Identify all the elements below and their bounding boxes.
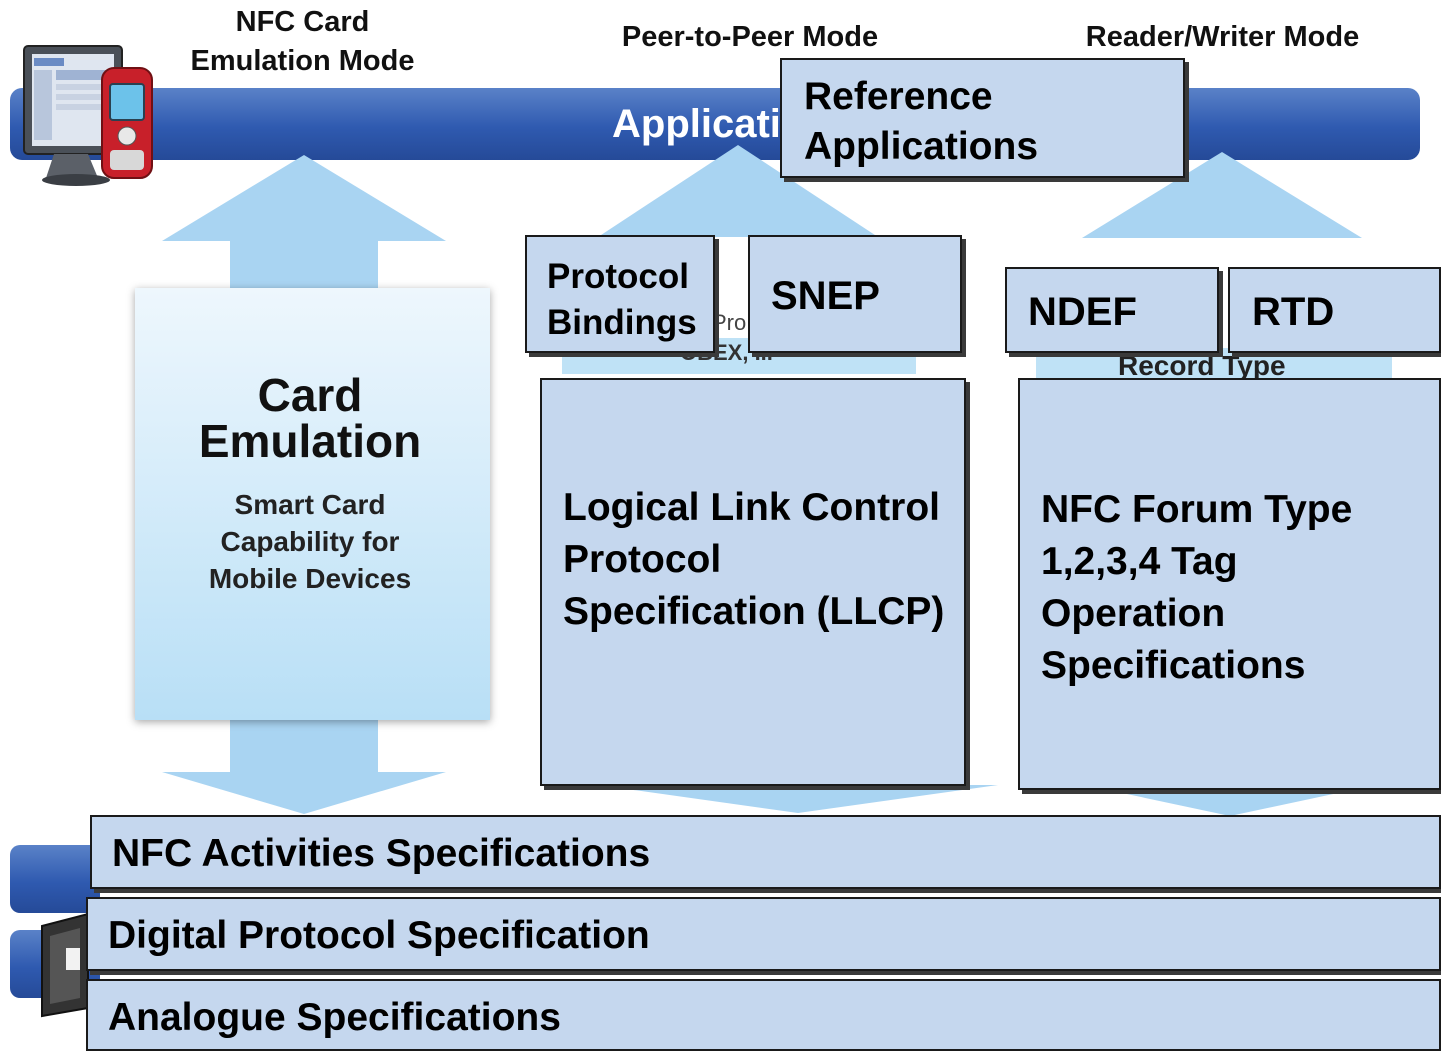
- protocol-bindings-label: Protocol Bindings: [547, 257, 697, 342]
- mode-title-reader-writer: Reader/Writer Mode: [1085, 21, 1360, 53]
- llcp-box: [540, 378, 966, 786]
- card-emulation-subtitle: Smart Card Capability for Mobile Devices: [208, 489, 412, 594]
- rtd-label: RTD: [1252, 290, 1335, 334]
- reference-applications-box: [780, 58, 1185, 178]
- chip-icon: [36, 908, 96, 1020]
- mode-title-card-emulation: NFC Card Emulation Mode: [190, 6, 415, 77]
- nfc-activities-layer: [90, 815, 1441, 889]
- card-emulation-panel: [135, 288, 490, 720]
- rtd-box: [1228, 267, 1441, 353]
- mobile-device-icon: [18, 38, 158, 188]
- tag-operations-label: NFC Forum Type 1,2,3,4 Tag Operation Spe…: [1041, 488, 1353, 687]
- rw-down-arrow: [1108, 790, 1352, 816]
- tag-operations-box: [1018, 378, 1441, 790]
- applications-bar-label: Applicati: [612, 102, 781, 146]
- snep-label: SNEP: [771, 274, 880, 318]
- analogue-label: Analogue Specifications: [108, 996, 561, 1039]
- ndef-label: NDEF: [1028, 290, 1137, 334]
- left-blue-block-upper: [10, 845, 100, 913]
- nfc-activities-label: NFC Activities Specifications: [112, 832, 651, 875]
- card-emulation-arrow-shaft-bottom: [230, 715, 378, 775]
- p2p-down-arrow: [598, 785, 998, 813]
- analogue-layer: [86, 979, 1441, 1051]
- digital-protocol-layer: [86, 897, 1441, 971]
- llcp-label: Logical Link Control Protocol Specificat…: [563, 486, 945, 633]
- snep-box: [748, 235, 962, 353]
- p2p-hidden-text-1: Pro: [712, 310, 747, 335]
- card-emulation-down-arrow: [162, 772, 446, 814]
- rw-hidden-text: Record Type: [1118, 350, 1286, 381]
- card-emulation-title: Card Emulation: [198, 369, 422, 467]
- digital-protocol-label: Digital Protocol Specification: [108, 914, 650, 957]
- rw-hidden-panel: [1036, 348, 1392, 380]
- mode-title-peer-to-peer: Peer-to-Peer Mode: [621, 21, 879, 53]
- protocol-bindings-box: [525, 235, 715, 353]
- card-emulation-up-arrow: [162, 155, 446, 241]
- ndef-box: [1005, 267, 1219, 353]
- reference-applications-label: Reference Applications: [804, 75, 1039, 168]
